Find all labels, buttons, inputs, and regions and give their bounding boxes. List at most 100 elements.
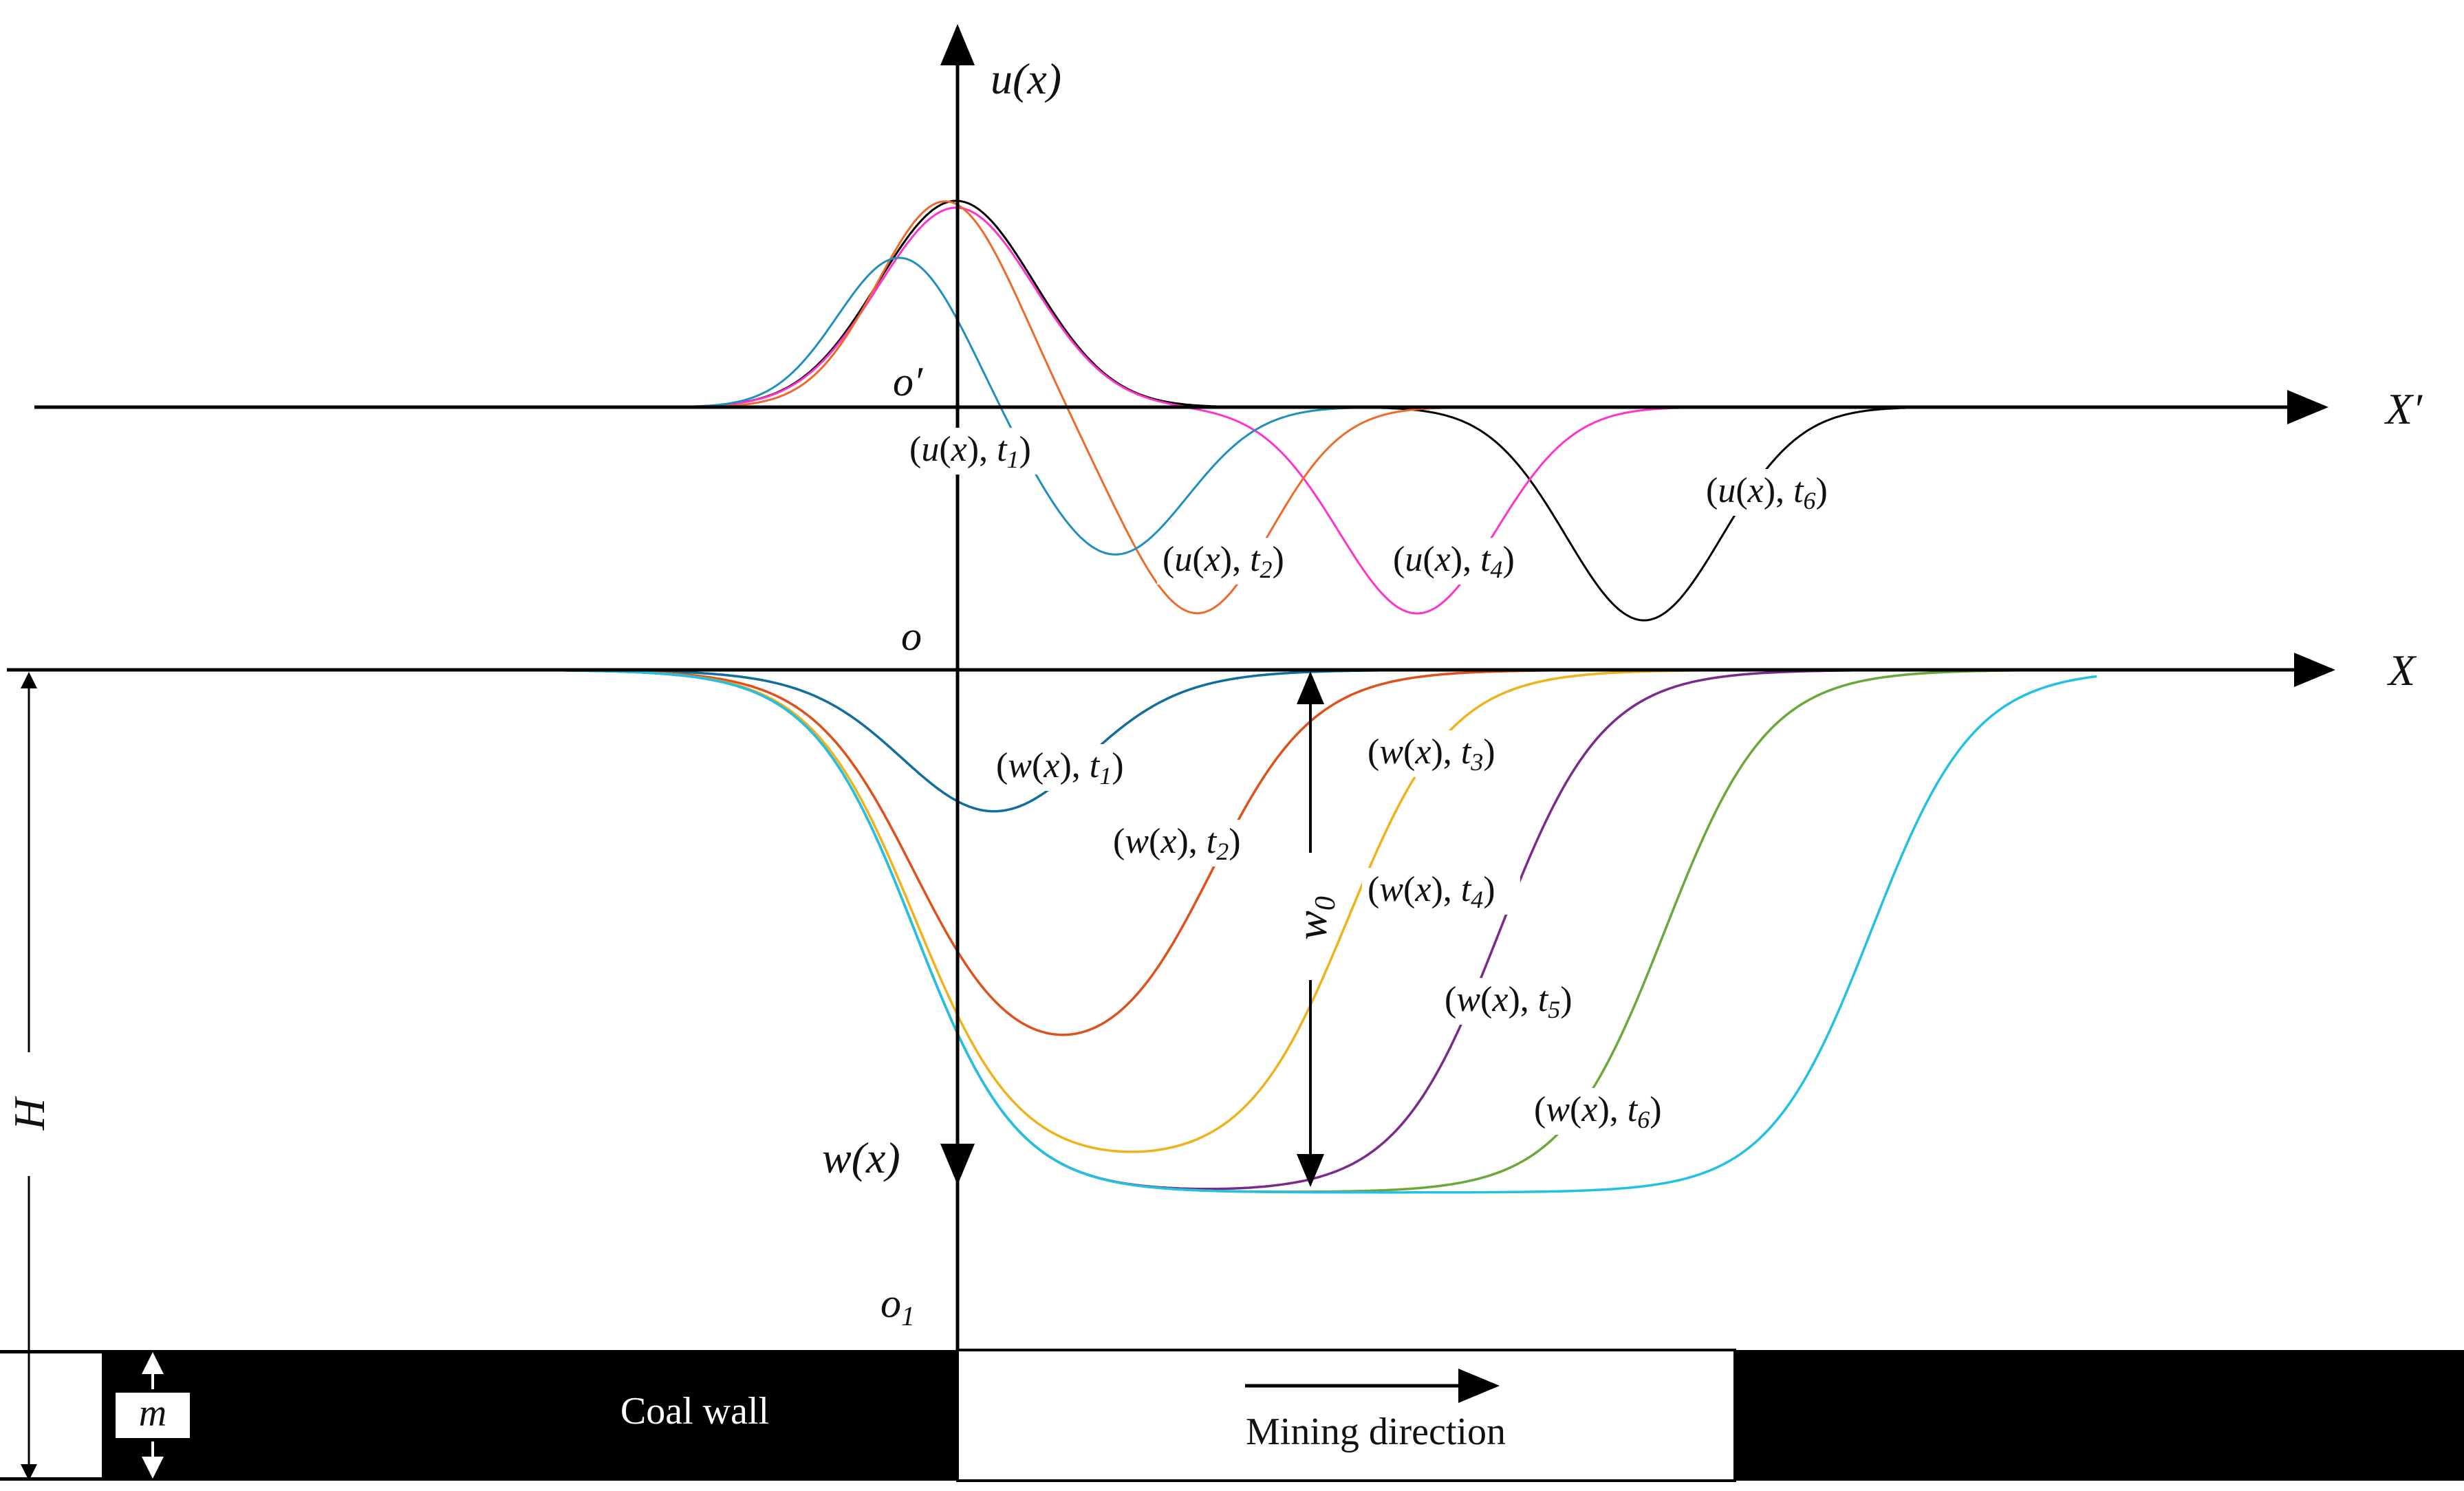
u-label-t2-part-1: u (1174, 540, 1192, 579)
w-label-t2-part-7: ) (1229, 822, 1240, 861)
curve-labels: (u(x), t1)(u(x), t2)(u(x), t4)(u(x), t6)… (904, 428, 1859, 1135)
w-label-t1-part-3: x (1043, 746, 1059, 785)
u-label-t6-part-2: ( (1736, 471, 1747, 510)
u-label-t4-part-2: ( (1423, 540, 1434, 579)
w-label-t6-part-7: ) (1650, 1090, 1661, 1129)
w0-dimension: w0 (1287, 671, 1341, 1187)
upper-x-prime: ′ (2412, 384, 2423, 433)
lower-x-label: X (2386, 646, 2417, 695)
w-label-t1-part-0: ( (996, 746, 1008, 785)
w-label-t2-part-1: w (1125, 822, 1149, 861)
w-label-t3-part-2: ( (1403, 732, 1415, 772)
upper-origin-label: o′ (893, 359, 923, 404)
w-label-t2-part-5: t (1207, 822, 1218, 861)
upper-origin-letter: o (893, 359, 914, 404)
m-label: m (139, 1392, 166, 1435)
base-origin-letter: o (880, 1281, 901, 1326)
u-label-t1-part-4: ), (967, 430, 997, 469)
u-label-t2-part-0: ( (1163, 540, 1174, 579)
w-label-t4-part-4: ), (1431, 870, 1460, 909)
u-label-t1: (u(x), t1) (909, 430, 1031, 473)
w-label-t2-part-2: ( (1149, 822, 1160, 861)
w-label-t5-part-7: ) (1560, 980, 1572, 1019)
w-label-t1-part-6: 1 (1099, 762, 1112, 790)
w0-letter: w (1287, 911, 1336, 940)
u-label-t1-part-5: t (997, 430, 1008, 469)
u-label-t1-part-0: ( (909, 430, 921, 469)
w-label-t6-background (1528, 1088, 1687, 1135)
u-label-t1-part-7: ) (1019, 430, 1031, 469)
w-label-t6-part-0: ( (1534, 1090, 1546, 1129)
w-label-t6-part-5: t (1628, 1090, 1639, 1129)
w-label-t3: (w(x), t3) (1368, 732, 1495, 776)
coal-seam-right (1735, 1350, 2464, 1481)
w0-label: w0 (1287, 896, 1341, 940)
w-curve-t6 (482, 668, 2097, 1194)
w0-sub: 0 (1310, 896, 1341, 911)
axis-labels: u(x) w(x) o′ X′ o X o1 (822, 54, 2423, 1331)
w-label-t4-part-6: 4 (1471, 886, 1483, 913)
u-label-t6-part-7: ) (1816, 471, 1828, 510)
base-origin-label: o1 (880, 1281, 915, 1331)
coal-wall-label: Coal wall (620, 1390, 769, 1433)
w-label-t3-part-0: ( (1368, 732, 1379, 772)
u-label-t6-part-1: u (1718, 471, 1736, 510)
w-axis-label: w(x) (822, 1133, 900, 1182)
u-label-t6-background (1700, 469, 1859, 516)
u-label-t6-part-5: t (1793, 471, 1804, 510)
left-gap (0, 1353, 102, 1477)
u-label-t2-part-3: x (1204, 540, 1220, 579)
w-label-t2: (w(x), t2) (1113, 822, 1241, 865)
u-label-t6: (u(x), t6) (1706, 471, 1828, 514)
w-label-t5: (w(x), t5) (1445, 980, 1573, 1023)
u-label-t4-part-0: ( (1393, 540, 1405, 579)
w-label-t3-part-7: ) (1483, 732, 1495, 772)
upper-x-letter: X (2384, 384, 2414, 433)
w-label-t4-part-5: t (1461, 870, 1472, 909)
u-label-t2-part-6: 2 (1260, 556, 1273, 583)
curves (482, 199, 2097, 1194)
h-label: H (5, 1096, 54, 1131)
u-label-t2-part-5: t (1250, 540, 1261, 579)
w-label-t5-part-0: ( (1445, 980, 1456, 1019)
u-label-t4-part-5: t (1480, 540, 1491, 579)
w-label-t4-part-0: ( (1368, 870, 1379, 909)
u-label-t4-part-7: ) (1503, 540, 1515, 579)
w-label-t2-part-0: ( (1113, 822, 1125, 861)
lower-origin-label: o (901, 613, 922, 659)
w-label-t3-part-3: x (1414, 732, 1431, 772)
w-label-t2-part-3: x (1160, 822, 1176, 861)
u-label-t2-part-2: ( (1192, 540, 1204, 579)
w-label-t6-part-6: 6 (1637, 1106, 1650, 1133)
u-label-t1-part-3: x (951, 430, 967, 469)
w-label-t5-part-5: t (1538, 980, 1549, 1019)
u-label-t1-background (904, 428, 1062, 475)
w-label-t2-background (1107, 820, 1266, 867)
upper-x-label: X′ (2384, 384, 2423, 433)
w-label-t1-part-5: t (1090, 746, 1101, 785)
w-label-t5-part-1: w (1456, 980, 1480, 1019)
gob-frame (956, 1349, 1736, 1482)
u-axis-label: u(x) (991, 54, 1061, 103)
w-label-t5-part-2: ( (1480, 980, 1492, 1019)
w-label-t3-part-5: t (1461, 732, 1472, 772)
u-label-t4-part-6: 4 (1491, 556, 1503, 583)
w-label-t4-part-7: ) (1483, 870, 1495, 909)
w-label-t6-part-1: w (1546, 1090, 1570, 1129)
h-dimension: H (5, 672, 54, 1481)
w-label-t1-part-2: ( (1032, 746, 1044, 785)
w-label-t6-part-2: ( (1570, 1090, 1581, 1129)
upper-origin-prime: ′ (914, 359, 923, 404)
u-label-t2-part-7: ) (1273, 540, 1284, 579)
w-label-t5-part-6: 5 (1548, 996, 1560, 1023)
w-label-t4-part-3: x (1414, 870, 1431, 909)
w-label-t2-part-4: ), (1176, 822, 1206, 861)
w-label-t1-background (991, 744, 1149, 791)
w-curve-t1 (482, 668, 2097, 813)
w-label-t3-part-1: w (1379, 732, 1403, 772)
w-label-t5-part-3: x (1491, 980, 1508, 1019)
w-label-t5-part-4: ), (1508, 980, 1537, 1019)
w-label-t4: (w(x), t4) (1368, 870, 1495, 913)
w-label-t1: (w(x), t1) (996, 746, 1124, 790)
